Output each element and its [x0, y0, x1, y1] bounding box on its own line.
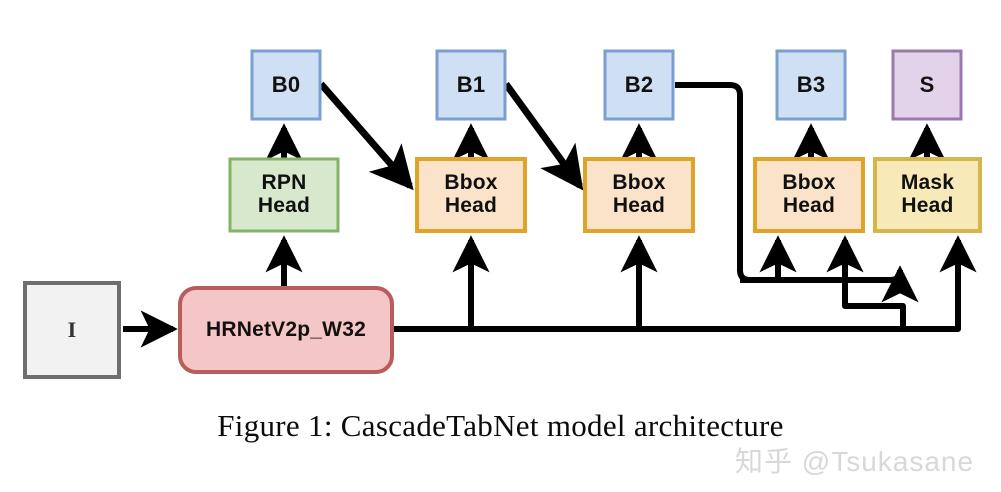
node-shape-out_s[interactable]	[891, 49, 963, 121]
node-label-backbone: HRNetV2p_W32	[206, 317, 366, 341]
node-shape-bbox_head_3[interactable]	[753, 157, 865, 233]
node-shape-bbox_head_2[interactable]	[583, 157, 695, 233]
node-label-out_b3: B3	[796, 72, 826, 98]
node-shape-out_b1[interactable]	[435, 49, 507, 121]
edge-layer	[123, 81, 977, 348]
edge-backbone-bus-to-bbox3	[639, 235, 906, 332]
node-label-out_b0: B0	[271, 72, 301, 98]
node-label-out_b2: B2	[624, 72, 654, 98]
edge-b2-to-maskhead	[740, 265, 919, 303]
edge-b1-to-bbox2	[503, 81, 584, 191]
node-shape-out_b2[interactable]	[603, 49, 675, 121]
node-label-out_s: S	[919, 72, 935, 98]
node-shape-bbox_head_1[interactable]	[415, 157, 527, 233]
node-shape-layer	[23, 49, 982, 379]
node-label-mask_head: Mask Head	[900, 171, 955, 217]
node-label-input: I	[67, 317, 77, 343]
edge-b0-to-bbox1	[318, 81, 414, 191]
node-shape-mask_head[interactable]	[873, 157, 982, 233]
edge-backbone-bus-to-bbox2	[471, 235, 658, 332]
node-label-bbox_head_1: Bbox Head	[444, 171, 498, 217]
node-shape-rpn_head[interactable]	[228, 157, 340, 233]
node-shape-input[interactable]	[23, 281, 121, 379]
node-label-bbox_head_2: Bbox Head	[612, 171, 666, 217]
node-label-bbox_head_3: Bbox Head	[782, 171, 836, 217]
figure-caption: Figure 1: CascadeTabNet model architectu…	[217, 408, 784, 443]
node-label-out_b1: B1	[456, 72, 486, 98]
node-shape-out_b0[interactable]	[250, 49, 322, 121]
node-shape-out_b3[interactable]	[775, 49, 847, 121]
node-label-rpn_head: RPN Head	[257, 171, 311, 217]
node-shape-backbone[interactable]	[178, 286, 394, 374]
edge-backbone-bus-to-bbox1	[392, 235, 490, 332]
edge-backbone-bus-to-mask	[903, 235, 977, 332]
